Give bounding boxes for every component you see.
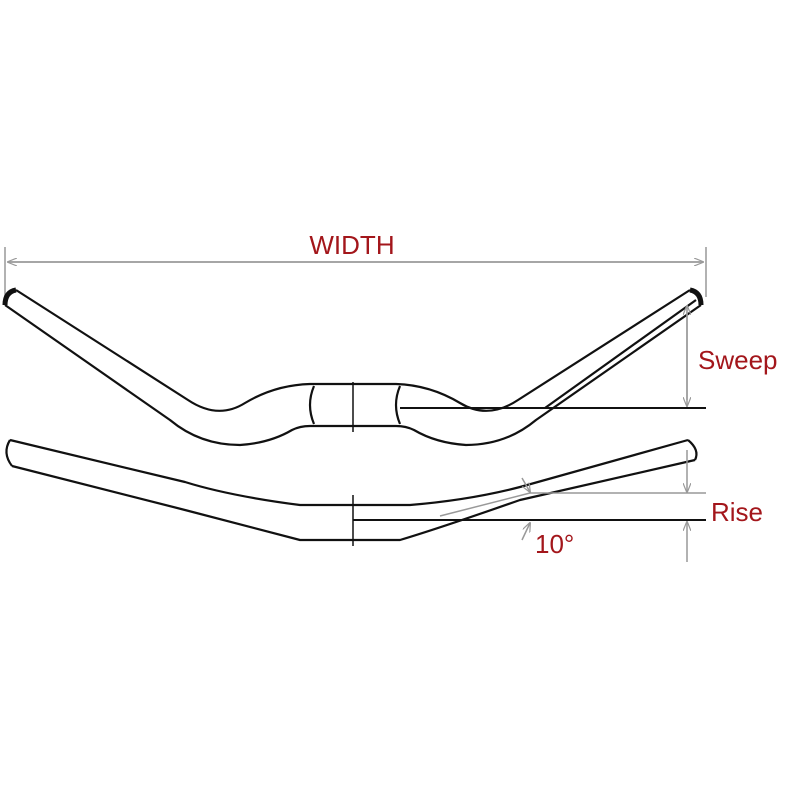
handlebar-front-view [5, 438, 706, 546]
width-dimension [4, 247, 707, 297]
angle-label: 10° [535, 529, 574, 559]
rise-dimension [439, 450, 706, 562]
width-label: WIDTH [309, 230, 394, 260]
handlebar-top-view [2, 287, 706, 447]
sweep-label: Sweep [698, 345, 778, 375]
rise-label: Rise [711, 497, 763, 527]
